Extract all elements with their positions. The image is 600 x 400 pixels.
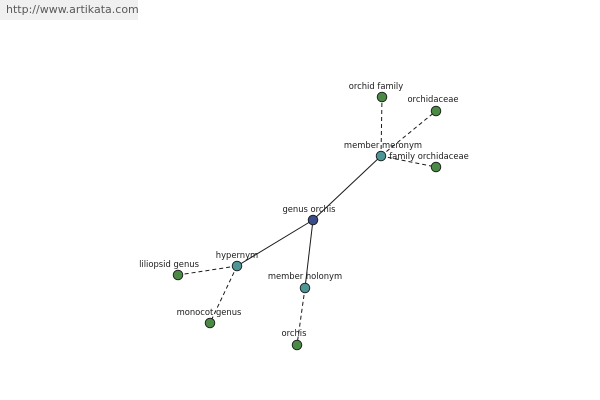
edge-member-holonym-to-orchis [296,287,306,346]
site-url-link[interactable]: http://www.artikata.com [0,0,139,20]
node-label-liliopsid-genus[interactable]: liliopsid genus [139,259,199,269]
node-label-hypernym[interactable]: hypernym [216,250,258,260]
node-label-genus-orchis[interactable]: genus orchis [282,204,335,214]
node-label-member-meronym[interactable]: member meronym [344,140,422,150]
node-label-monocot-genus[interactable]: monocot genus [177,307,242,317]
node-label-orchid-family[interactable]: orchid family [349,81,403,91]
node-orchidaceae[interactable] [430,105,442,117]
node-monocot-genus[interactable] [204,317,216,329]
node-orchid-family[interactable] [376,91,388,103]
edge-member-meronym-to-family-orchidaceae [380,155,437,168]
node-family-orchidaceae[interactable] [430,161,442,173]
edge-hypernym-to-monocot-genus [209,265,238,324]
node-label-family-orchidaceae[interactable]: family orchidaceae [389,151,469,161]
edge-genus-orchis-to-member-meronym [312,155,382,221]
edge-member-meronym-to-orchid-family [380,96,383,157]
node-orchis[interactable] [291,339,303,351]
node-member-holonym[interactable] [299,282,311,294]
node-hypernym[interactable] [231,260,243,272]
nodes-layer [172,91,442,351]
edge-member-meronym-to-orchidaceae [380,110,437,157]
node-genus-orchis[interactable] [307,214,319,226]
node-label-orchidaceae[interactable]: orchidaceae [407,94,458,104]
edge-hypernym-to-liliopsid-genus [177,265,238,276]
node-member-meronym[interactable] [375,150,387,162]
node-liliopsid-genus[interactable] [172,269,184,281]
node-label-orchis[interactable]: orchis [282,328,307,338]
edge-genus-orchis-to-hypernym [236,219,314,267]
labels-layer: genus orchis member meronym hypernym member… [139,81,469,338]
node-label-member-holonym[interactable]: member holonym [268,271,342,281]
edge-genus-orchis-to-member-holonym [304,219,314,289]
edges-layer [177,96,437,346]
